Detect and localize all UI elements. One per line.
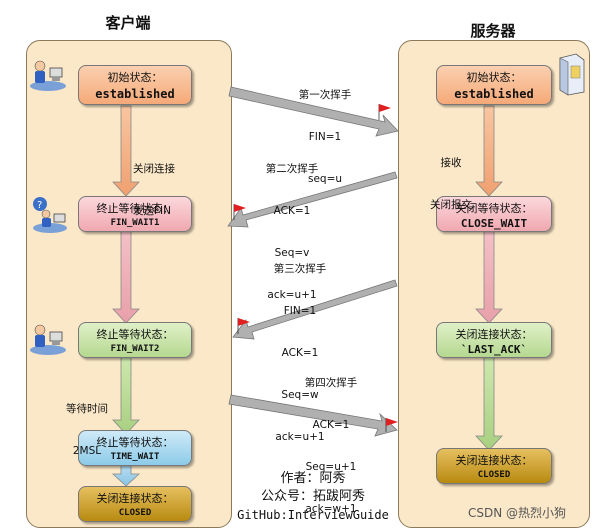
flag-icon [378, 104, 391, 120]
client-flow-arrows [111, 105, 141, 487]
server-state-close-wait: 关闭等待状态： CLOSE_WAIT [436, 196, 552, 232]
handshake-1-label: 第一次挥手 FIN=1 seq=u [298, 89, 352, 185]
message-arrows [227, 86, 399, 437]
client-wait-note: 等待时间 2MSL [66, 403, 108, 457]
server-recv-note: 接收 关闭报文 [430, 157, 472, 211]
csdn-watermark: CSDN @热烈小狗 [468, 506, 567, 520]
person-computer-icon [30, 60, 66, 91]
handshake-2-label: 第二次挥手 ACK=1 Seq=v ack=u+1 [265, 163, 319, 301]
client-state-established: 初始状态： established [78, 65, 192, 105]
client-state-fin-wait2: 终止等待状态： FIN_WAIT2 [78, 322, 192, 358]
server-icon [559, 53, 585, 96]
flag-icon [385, 418, 398, 432]
svg-text:?: ? [37, 200, 42, 211]
server-state-established: 初始状态： established [436, 65, 552, 105]
flag-icon [237, 318, 250, 334]
client-close-note: 关闭连接 发送FIN [133, 163, 175, 217]
server-state-closed: 关闭连接状态： CLOSED [436, 448, 552, 484]
server-state-last-ack: 关闭连接状态： `LAST_ACK` [436, 322, 552, 358]
flag-icons [233, 104, 398, 432]
client-state-closed: 关闭连接状态： CLOSED [78, 486, 192, 522]
person-question-icon: ? [33, 197, 67, 233]
client-title: 客户端 [105, 14, 151, 32]
person-computer-icon [30, 324, 66, 355]
handshake-3-label: 第三次挥手 FIN=1 ACK=1 Seq=w ack=u+1 [273, 263, 327, 443]
author-credit: 作者：阿秀 公众号：拓跋阿秀 GitHub:InterviewGuide [237, 471, 389, 522]
flag-icon [233, 204, 246, 220]
server-flow-arrows [475, 105, 503, 451]
handshake-4-label: 第四次挥手 ACK=1 Seq=u+1 ack=w+1 [304, 377, 358, 515]
server-title: 服务器 [470, 22, 516, 40]
client-state-time-wait: 终止等待状态： TIME_WAIT [78, 430, 192, 466]
client-state-fin-wait1: 终止等待状态： FIN_WAIT1 [78, 196, 192, 232]
